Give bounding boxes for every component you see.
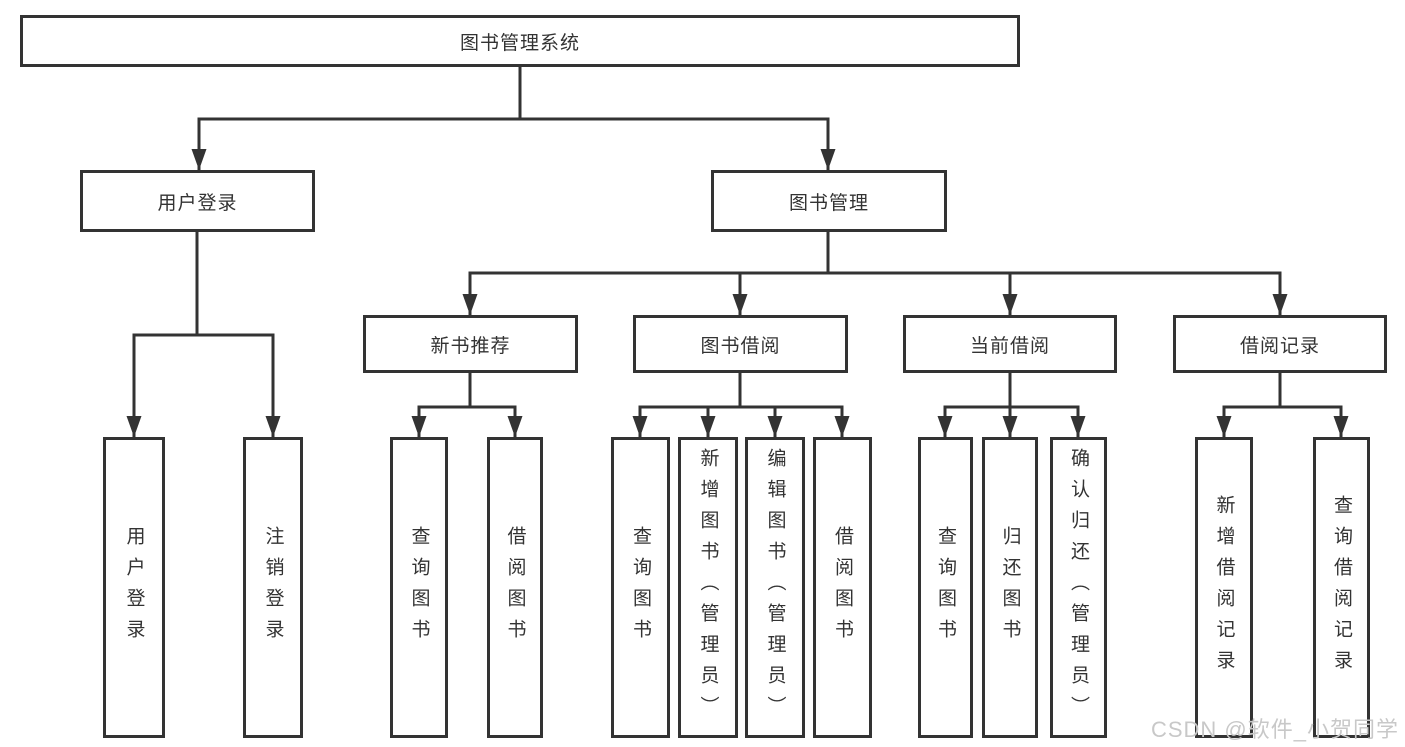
leaf-user-login: 用户登录: [103, 437, 165, 738]
leaf-borrow-book-label: 借阅图书: [832, 525, 853, 650]
csdn-watermark: CSDN @软件_小贺同学: [1150, 717, 1399, 742]
leaf-return-book: 归还图书: [982, 437, 1038, 738]
node-new-book-recommend-label: 新书推荐: [430, 335, 511, 357]
node-borrow-record: 借阅记录: [1173, 315, 1387, 373]
leaf-current-query: 查询图书: [918, 437, 973, 738]
leaf-return-book-label: 归还图书: [999, 525, 1021, 650]
node-current-borrow-label: 当前借阅: [969, 335, 1050, 357]
leaf-newbook-borrow: 借阅图书: [487, 437, 543, 738]
node-current-borrow: 当前借阅: [903, 315, 1117, 373]
leaf-confirm-return-admin: 确认归还（管理员）: [1050, 437, 1107, 738]
node-user-login: 用户登录: [80, 170, 315, 232]
node-root-label: 图书管理系统: [459, 32, 580, 54]
leaf-add-borrow-record-label: 新增借阅记录: [1213, 494, 1235, 681]
node-root-system: 图书管理系统: [20, 15, 1020, 67]
leaf-borrow-query-label: 查询图书: [630, 525, 651, 650]
leaf-query-borrow-record: 查询借阅记录: [1313, 437, 1370, 738]
node-book-borrow-label: 图书借阅: [700, 335, 781, 357]
leaf-borrow-edit-admin-label: 编辑图书（管理员）: [764, 448, 786, 727]
node-borrow-record-label: 借阅记录: [1239, 335, 1320, 357]
leaf-newbook-query-label: 查询图书: [408, 525, 430, 650]
leaf-confirm-return-admin-label: 确认归还（管理员）: [1068, 448, 1089, 727]
leaf-borrow-add-admin: 新增图书（管理员）: [678, 437, 738, 738]
leaf-borrow-edit-admin: 编辑图书（管理员）: [745, 437, 805, 738]
node-new-book-recommend: 新书推荐: [363, 315, 578, 373]
node-book-borrow: 图书借阅: [633, 315, 848, 373]
leaf-user-login-label: 用户登录: [123, 525, 145, 650]
leaf-add-borrow-record: 新增借阅记录: [1195, 437, 1253, 738]
leaf-newbook-query: 查询图书: [390, 437, 448, 738]
leaf-borrow-add-admin-label: 新增图书（管理员）: [697, 448, 719, 727]
leaf-query-borrow-record-label: 查询借阅记录: [1331, 494, 1352, 681]
leaf-newbook-borrow-label: 借阅图书: [504, 525, 526, 650]
leaf-logout: 注销登录: [243, 437, 303, 738]
leaf-current-query-label: 查询图书: [935, 525, 956, 650]
leaf-borrow-book: 借阅图书: [813, 437, 872, 738]
node-book-management-label: 图书管理: [788, 192, 869, 214]
leaf-logout-label: 注销登录: [262, 525, 284, 650]
node-book-management: 图书管理: [711, 170, 947, 232]
node-user-login-label: 用户登录: [157, 192, 238, 214]
leaf-borrow-query: 查询图书: [611, 437, 670, 738]
